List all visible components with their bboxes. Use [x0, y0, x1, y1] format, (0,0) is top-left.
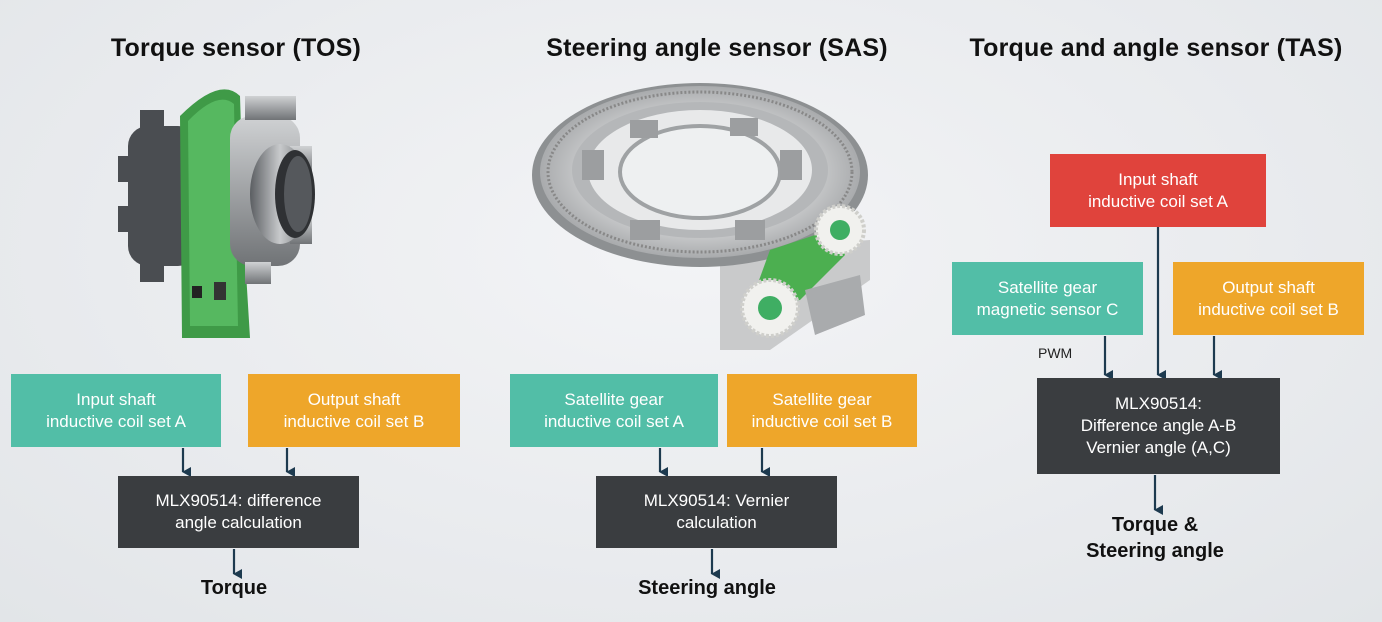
tas-mlx-line1: MLX90514:	[1115, 394, 1202, 413]
tos-result: Torque	[200, 577, 268, 599]
sas-gear-a-box: Satellite gear inductive coil set A	[510, 374, 718, 447]
tas-output-line1: Output shaft	[1222, 277, 1315, 297]
tos-mlx-line2: angle calculation	[175, 513, 302, 532]
tos-output-line2: inductive coil set B	[283, 411, 425, 431]
tos-input-line1: Input shaft	[76, 389, 156, 409]
tos-output-shaft-box: Output shaft inductive coil set B	[248, 374, 460, 447]
tas-gear-c-line2: magnetic sensor C	[976, 299, 1119, 319]
tas-title: Torque and angle sensor (TAS)	[969, 34, 1343, 62]
tas-mlx-line2: Difference angle A-B	[1080, 416, 1237, 435]
tas-mlx-line3: Vernier angle (A,C)	[1086, 438, 1231, 457]
sas-mlx-line2: calculation	[676, 513, 757, 532]
tos-input-shaft-box: Input shaft inductive coil set A	[11, 374, 221, 447]
tas-input-shaft-box: Input shaft inductive coil set A	[1050, 154, 1266, 227]
sas-gear-a-line2: inductive coil set A	[544, 411, 684, 431]
sas-gear-a-line1: Satellite gear	[564, 389, 664, 409]
steering-angle-sensor-image	[532, 83, 870, 350]
torque-sensor-image	[118, 89, 315, 338]
sas-gear-b-box: Satellite gear inductive coil set B	[727, 374, 917, 447]
tas-result-line1: Torque &	[1111, 514, 1199, 536]
tas-output-shaft-box: Output shaft inductive coil set B	[1173, 262, 1364, 335]
sas-gear-b-line1: Satellite gear	[772, 389, 872, 409]
tas-mlx-box: MLX90514: Difference angle A-B Vernier a…	[1037, 378, 1280, 474]
tos-title: Torque sensor (TOS)	[110, 34, 362, 62]
tas-result: Torque & Steering angle	[1086, 512, 1224, 564]
tos-input-line2: inductive coil set A	[46, 411, 186, 431]
tas-input-line1: Input shaft	[1118, 169, 1198, 189]
tos-output-line1: Output shaft	[307, 389, 401, 409]
sas-result: Steering angle	[638, 577, 776, 599]
sas-mlx-box: MLX90514: Vernier calculation	[596, 476, 837, 548]
sas-mlx-line1: MLX90514: Vernier	[643, 491, 790, 510]
sas-title: Steering angle sensor (SAS)	[546, 34, 888, 62]
tos-mlx-box: MLX90514: difference angle calculation	[118, 476, 359, 548]
sas-gear-b-line2: inductive coil set B	[751, 411, 893, 431]
tas-input-line2: inductive coil set A	[1088, 191, 1228, 211]
tas-pwm-label: PWM	[1038, 345, 1073, 361]
tas-gear-c-box: Satellite gear magnetic sensor C	[952, 262, 1143, 335]
tos-mlx-line1: MLX90514: difference	[155, 491, 322, 510]
tas-gear-c-line1: Satellite gear	[997, 277, 1098, 297]
tas-output-line2: inductive coil set B	[1198, 299, 1339, 319]
tas-result-line2: Steering angle	[1086, 540, 1224, 562]
